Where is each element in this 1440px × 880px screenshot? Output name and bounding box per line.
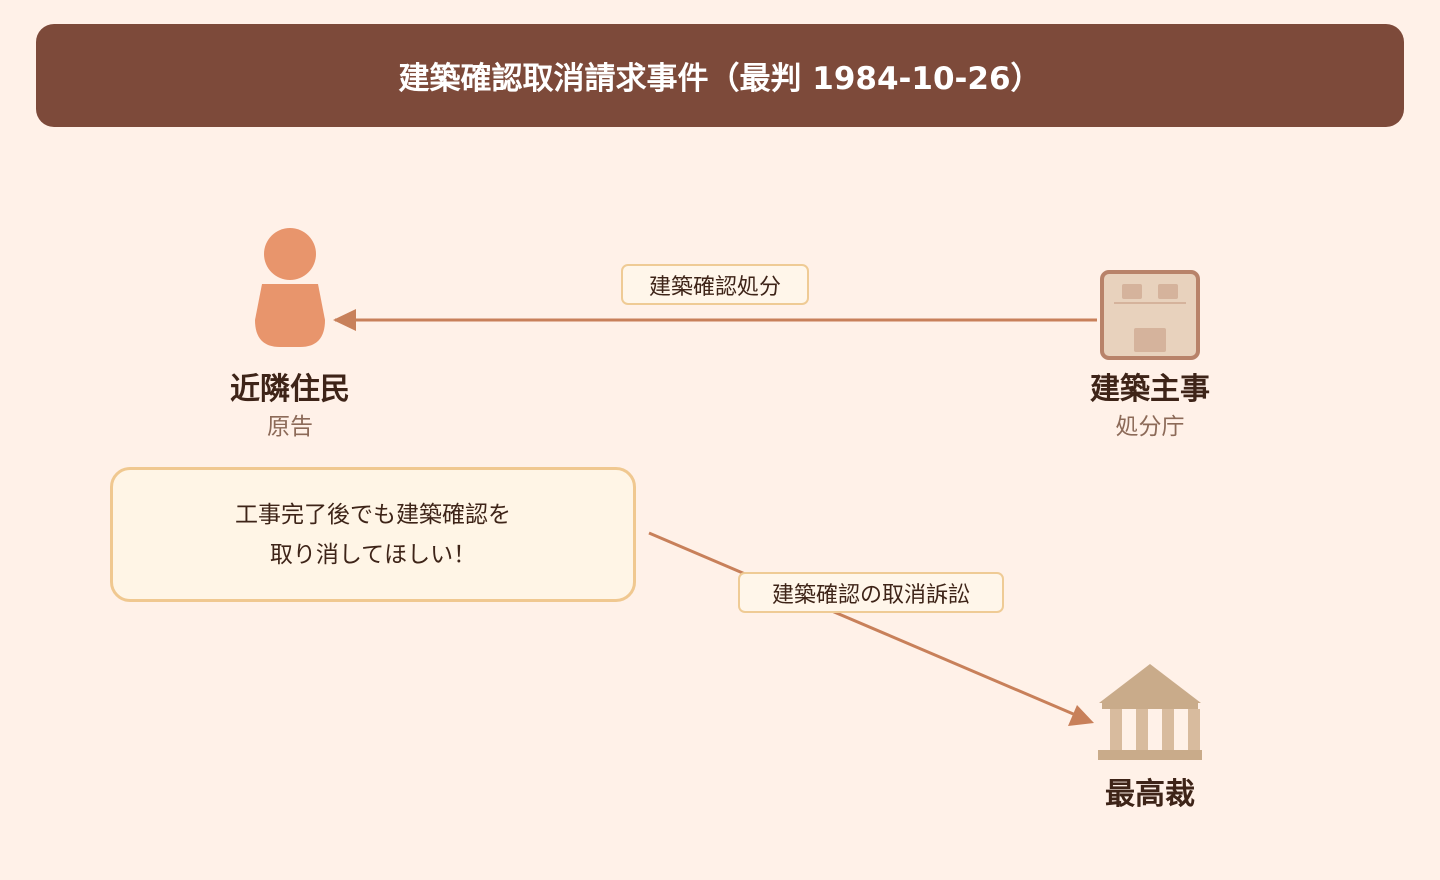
plaintiff-role: 原告: [267, 414, 313, 440]
speech-bubble: 工事完了後でも建築確認を 取り消してほしい！: [110, 467, 636, 602]
page-title: 建築確認取消請求事件（最判 1984-10-26）: [36, 24, 1404, 127]
building-icon: [1100, 270, 1200, 360]
permit-label: 建築確認処分: [621, 264, 809, 305]
lawsuit-label: 建築確認の取消訴訟: [738, 572, 1004, 613]
speech-line: 工事完了後でも建築確認を: [235, 501, 511, 528]
plaintiff-name: 近隣住民: [230, 372, 350, 407]
person-icon: [255, 228, 325, 347]
court-name: 最高裁: [1105, 777, 1195, 812]
courthouse-icon: [1098, 664, 1202, 760]
agency-name: 建築主事: [1090, 372, 1210, 407]
lawsuit-arrow: [648, 531, 1079, 718]
speech-line: 取り消してほしい！: [269, 541, 477, 568]
agency-role: 処分庁: [1115, 414, 1185, 440]
